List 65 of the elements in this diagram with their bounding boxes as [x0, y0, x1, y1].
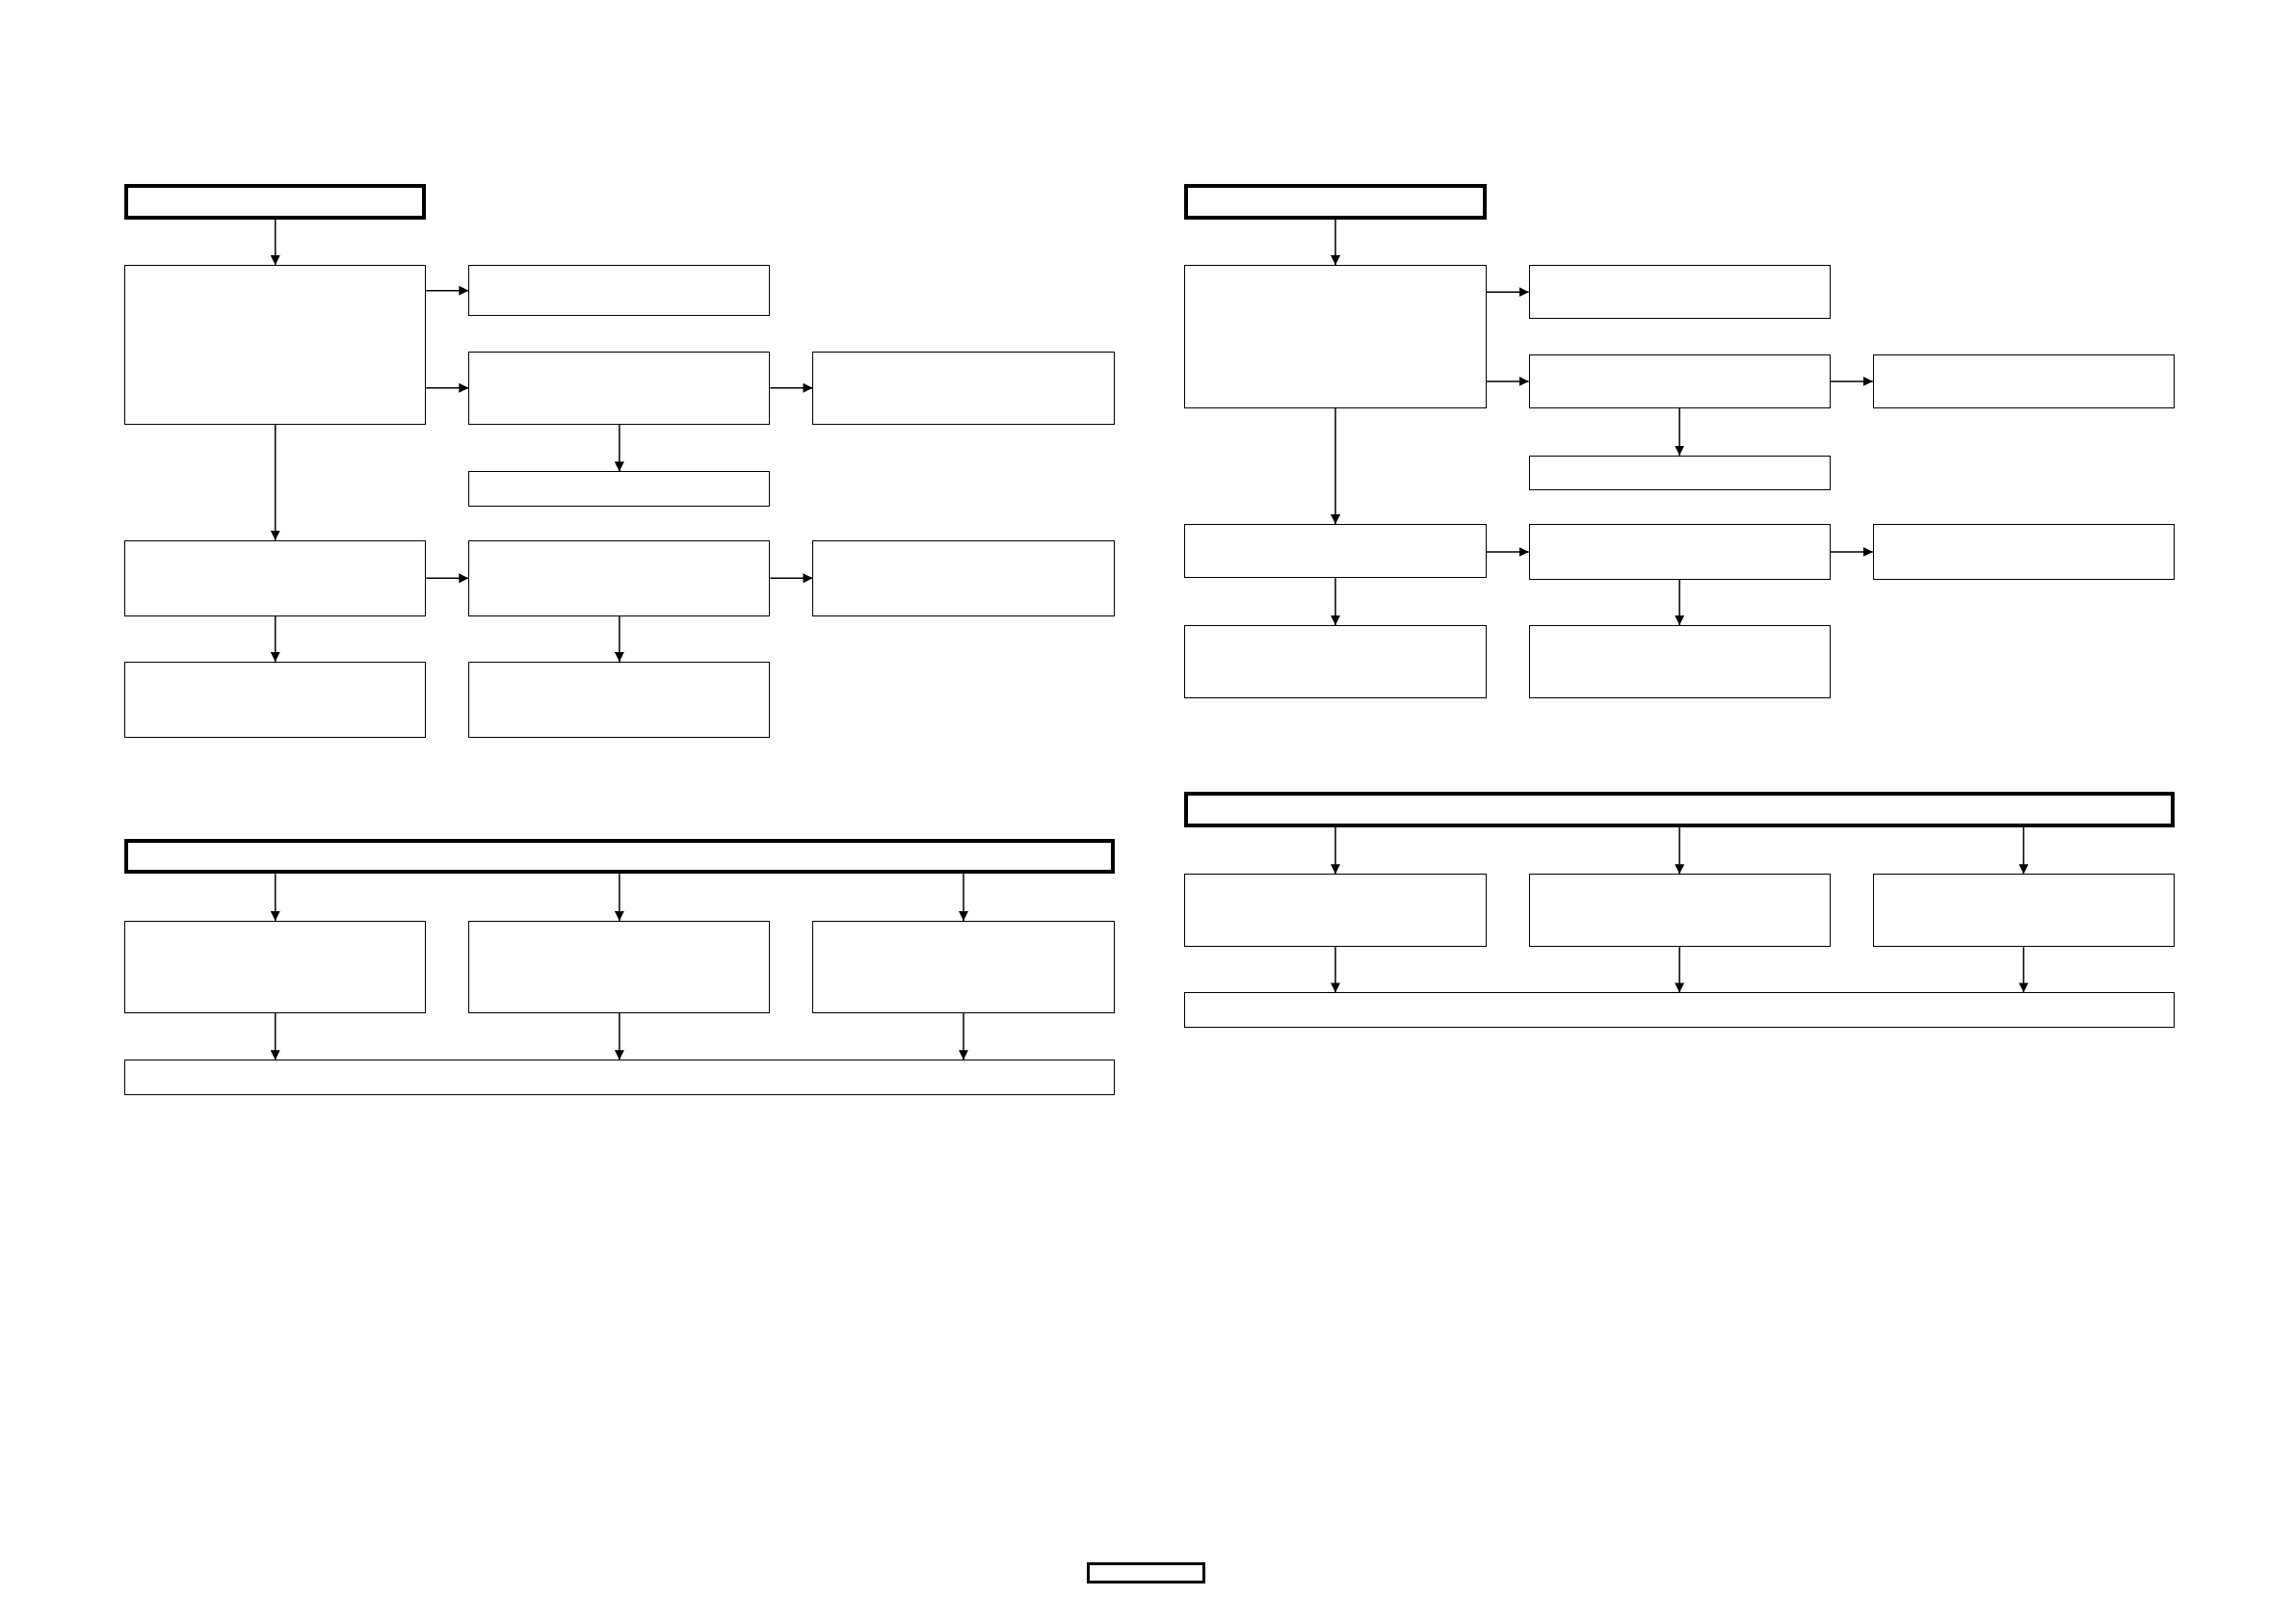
- process-box: [1184, 524, 1487, 579]
- arrow: [425, 285, 470, 296]
- arrow: [425, 382, 470, 393]
- arrow: [270, 424, 280, 541]
- process-box: [1528, 524, 1831, 580]
- header-box: [1184, 184, 1487, 220]
- process-box: [124, 265, 427, 425]
- arrow: [270, 615, 280, 663]
- arrow: [1331, 407, 1341, 525]
- arrow: [270, 219, 280, 266]
- arrow: [1829, 376, 1874, 386]
- process-box: [124, 661, 427, 738]
- arrow: [1485, 546, 1530, 557]
- arrow: [614, 1011, 624, 1061]
- process-box: [812, 920, 1115, 1013]
- process-box: [1184, 874, 1487, 948]
- arrow: [1331, 577, 1341, 626]
- arrow: [425, 573, 470, 584]
- process-box: [468, 661, 771, 738]
- arrow: [1675, 407, 1685, 457]
- process-box: [1872, 353, 2175, 408]
- process-box: [812, 539, 1115, 616]
- header-box: [124, 184, 427, 220]
- arrow: [270, 873, 280, 922]
- arrow: [1829, 546, 1874, 557]
- process-box: [1872, 874, 2175, 948]
- arrow: [1485, 287, 1530, 298]
- process-box: [124, 920, 427, 1013]
- process-box: [812, 351, 1115, 425]
- process-box: [468, 265, 771, 317]
- process-box: [1184, 992, 2175, 1028]
- process-box: [1872, 524, 2175, 580]
- arrow: [614, 615, 624, 663]
- process-box: [1184, 624, 1487, 698]
- header-box: [124, 838, 1115, 875]
- arrow: [1675, 579, 1685, 626]
- process-box: [468, 471, 771, 507]
- process-box: [1528, 353, 1831, 408]
- process-box: [468, 351, 771, 425]
- arrow: [959, 873, 968, 922]
- arrow: [1331, 825, 1341, 876]
- arrow: [1485, 376, 1530, 386]
- arrow: [769, 382, 814, 393]
- process-box: [1184, 265, 1487, 408]
- arrow: [2019, 946, 2029, 994]
- process-box: [1528, 624, 1831, 698]
- arrow: [1675, 946, 1685, 994]
- header-box: [1184, 792, 2175, 827]
- process-box: [1528, 455, 1831, 491]
- arrow: [614, 873, 624, 922]
- arrow: [1331, 219, 1341, 266]
- arrow: [769, 573, 814, 584]
- arrow: [1331, 946, 1341, 994]
- arrow: [614, 424, 624, 473]
- process-box: [468, 539, 771, 616]
- process-box: [124, 1060, 1115, 1095]
- process-box: [1528, 265, 1831, 320]
- page-number-box: [1086, 1561, 1205, 1584]
- arrow: [1675, 825, 1685, 876]
- process-box: [1528, 874, 1831, 948]
- process-box: [468, 920, 771, 1013]
- arrow: [270, 1011, 280, 1061]
- arrow: [2019, 825, 2029, 876]
- process-box: [124, 539, 427, 616]
- arrow: [959, 1011, 968, 1061]
